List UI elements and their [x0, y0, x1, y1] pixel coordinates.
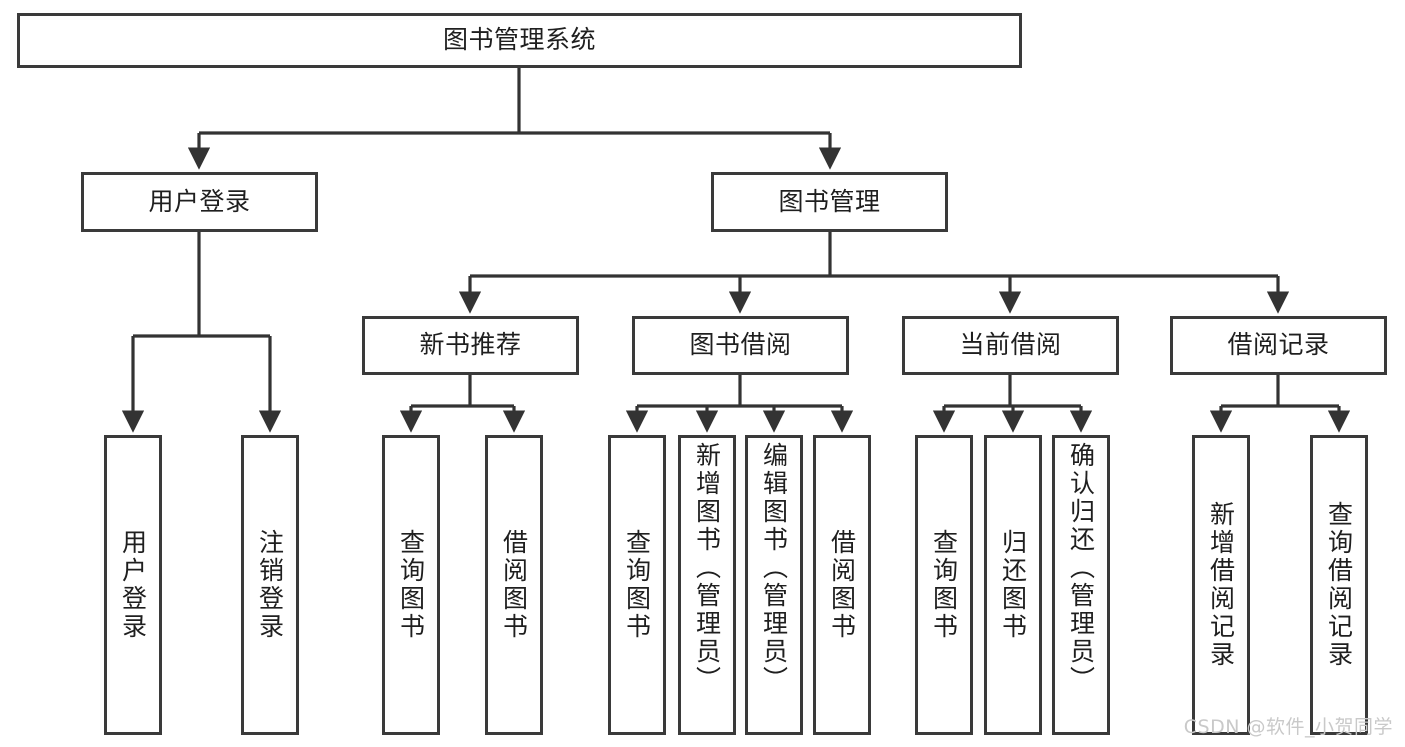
leaf-edit-book[interactable]: 编辑图书（管理员） — [745, 435, 803, 735]
leaf-borrow-book-label: 借阅图书 — [827, 529, 857, 641]
leaf-query-book-cur-label: 查询图书 — [929, 529, 959, 641]
leaf-edit-book-label: 编辑图书（管理员） — [759, 442, 789, 694]
leaf-user-login[interactable]: 用户登录 — [104, 435, 162, 735]
node-user-login-label: 用户登录 — [148, 186, 251, 216]
node-book-manage-label: 图书管理 — [778, 186, 881, 216]
leaf-return-book[interactable]: 归还图书 — [984, 435, 1042, 735]
leaf-query-book-rec-label: 查询图书 — [396, 529, 426, 641]
node-book-borrow[interactable]: 图书借阅 — [632, 316, 849, 375]
node-borrow-record[interactable]: 借阅记录 — [1170, 316, 1387, 375]
leaf-add-record[interactable]: 新增借阅记录 — [1192, 435, 1250, 735]
leaf-add-record-label: 新增借阅记录 — [1206, 501, 1236, 669]
leaf-user-login-label: 用户登录 — [118, 529, 148, 641]
leaf-add-book-label: 新增图书（管理员） — [692, 442, 722, 694]
leaf-confirm-return-label: 确认归还（管理员） — [1066, 442, 1096, 694]
node-current-borrow-label: 当前借阅 — [959, 330, 1062, 360]
node-book-manage[interactable]: 图书管理 — [711, 172, 948, 232]
leaf-borrow-book-rec-label: 借阅图书 — [499, 529, 529, 641]
leaf-add-book[interactable]: 新增图书（管理员） — [678, 435, 736, 735]
leaf-query-book-cur[interactable]: 查询图书 — [915, 435, 973, 735]
leaf-query-book[interactable]: 查询图书 — [608, 435, 666, 735]
node-book-borrow-label: 图书借阅 — [689, 330, 792, 360]
node-borrow-record-label: 借阅记录 — [1227, 330, 1330, 360]
leaf-query-book-label: 查询图书 — [622, 529, 652, 641]
leaf-borrow-book-rec[interactable]: 借阅图书 — [485, 435, 543, 735]
node-user-login[interactable]: 用户登录 — [81, 172, 318, 232]
node-new-book-rec[interactable]: 新书推荐 — [362, 316, 579, 375]
node-root-label: 图书管理系统 — [442, 25, 596, 55]
leaf-borrow-book[interactable]: 借阅图书 — [813, 435, 871, 735]
node-new-book-rec-label: 新书推荐 — [419, 330, 522, 360]
node-current-borrow[interactable]: 当前借阅 — [902, 316, 1119, 375]
csdn-watermark: CSDN @软件_小贺同学 — [1183, 716, 1393, 738]
node-root[interactable]: 图书管理系统 — [17, 13, 1022, 68]
leaf-confirm-return[interactable]: 确认归还（管理员） — [1052, 435, 1110, 735]
leaf-logout[interactable]: 注销登录 — [241, 435, 299, 735]
leaf-query-record[interactable]: 查询借阅记录 — [1310, 435, 1368, 735]
leaf-logout-label: 注销登录 — [255, 529, 285, 641]
leaf-query-record-label: 查询借阅记录 — [1324, 501, 1354, 669]
leaf-query-book-rec[interactable]: 查询图书 — [382, 435, 440, 735]
leaf-return-book-label: 归还图书 — [998, 529, 1028, 641]
